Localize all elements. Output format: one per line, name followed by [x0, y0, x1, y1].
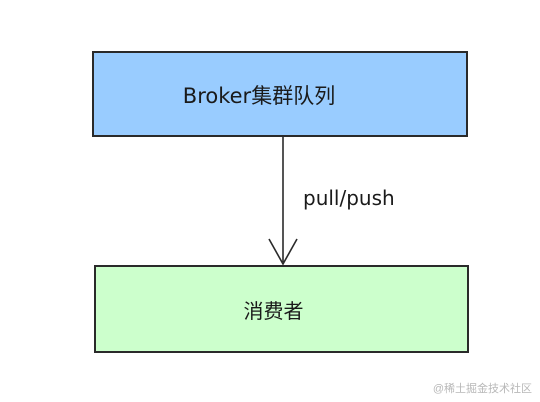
broker-cluster-queue-node: Broker集群队列: [92, 51, 468, 137]
arrowhead-icon: [268, 238, 298, 266]
pull-push-edge-label: pull/push: [303, 186, 395, 210]
watermark: @稀土掘金技术社区: [432, 383, 532, 395]
consumer-node: 消费者: [94, 265, 469, 353]
broker-node-label: Broker集群队列: [182, 84, 336, 108]
consumer-node-label: 消费者: [243, 298, 304, 323]
